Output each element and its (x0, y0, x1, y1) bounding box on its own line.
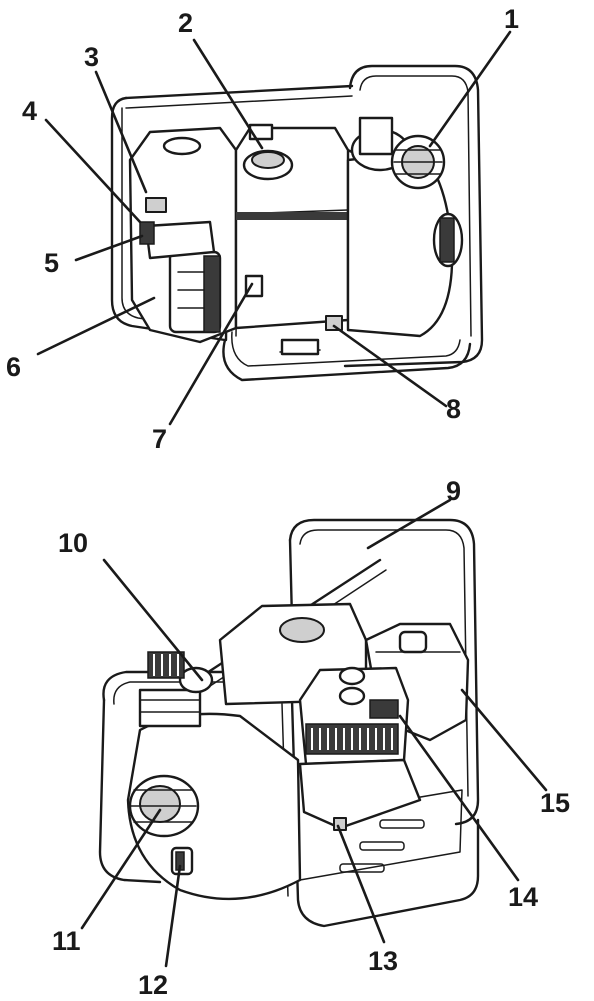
callout-4: 4 (22, 96, 37, 126)
callout-13: 13 (368, 946, 398, 976)
callout-6: 6 (6, 352, 21, 382)
leader-5 (74, 234, 144, 262)
leader-13 (336, 824, 386, 944)
callout-5: 5 (44, 248, 59, 278)
callout-12: 12 (138, 970, 168, 1000)
callout-labels: 1 2 3 4 5 6 7 8 9 10 11 12 13 14 15 (6, 4, 570, 1000)
leader-15 (460, 688, 548, 792)
callout-3: 3 (84, 42, 99, 72)
callout-1: 1 (504, 4, 519, 34)
leader-8 (332, 324, 448, 408)
leader-12 (164, 864, 182, 968)
callout-leaders (36, 30, 548, 968)
leader-3 (94, 70, 148, 194)
leader-4 (44, 118, 142, 224)
callout-9: 9 (446, 476, 461, 506)
callout-10: 10 (58, 528, 88, 558)
leader-7 (168, 282, 254, 426)
callout-8: 8 (446, 394, 461, 424)
callout-2: 2 (178, 8, 193, 38)
leader-14 (398, 714, 520, 882)
leader-9 (366, 498, 452, 550)
leader-2 (192, 38, 264, 150)
pump-front-view (110, 64, 484, 382)
pump-rear-view (98, 518, 480, 928)
leader-1 (428, 30, 512, 148)
callout-7: 7 (152, 424, 167, 454)
leader-10 (102, 558, 204, 682)
leader-6 (36, 296, 156, 356)
callout-15: 15 (540, 788, 570, 818)
callout-14: 14 (508, 882, 538, 912)
leader-11 (80, 808, 162, 930)
callout-11: 11 (52, 926, 81, 956)
